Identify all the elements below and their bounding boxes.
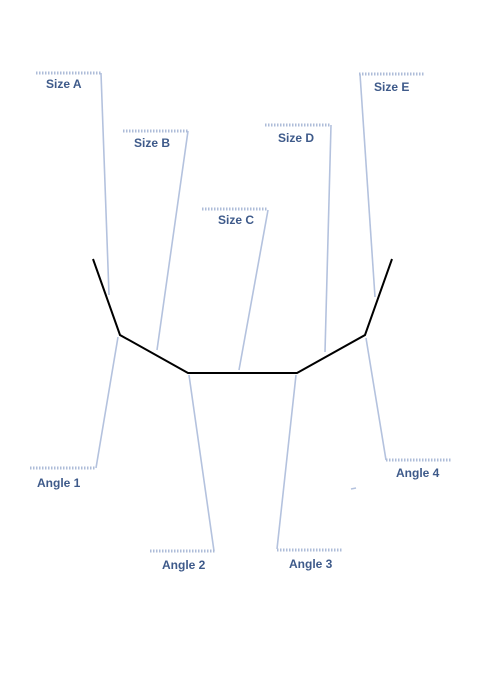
angle-3-leader <box>276 374 297 550</box>
size-a-label: Size A <box>46 77 82 91</box>
size-c-callout: Size C <box>202 207 269 371</box>
size-d-callout: Size D <box>265 123 332 353</box>
angle-4-label: Angle 4 <box>396 466 440 480</box>
size-d-leader <box>324 124 332 353</box>
angle-1-leader <box>95 336 119 469</box>
size-d-label: Size D <box>278 131 314 145</box>
size-e-leader <box>359 73 376 298</box>
stray-tick-mark <box>350 487 357 490</box>
size-b-label: Size B <box>134 136 170 150</box>
angle-1-callout: Angle 1 <box>30 336 119 490</box>
angle-2-callout: Angle 2 <box>150 374 216 572</box>
size-a-callout: Size A <box>36 71 110 296</box>
size-e-callout: Size E <box>359 72 425 298</box>
size-a-leader <box>100 72 110 296</box>
size-b-leader <box>156 130 189 351</box>
size-b-callout: Size B <box>123 129 189 351</box>
angle-2-leader <box>188 374 215 552</box>
size-c-leader <box>238 209 269 371</box>
size-e-label: Size E <box>374 80 409 94</box>
angle-1-label: Angle 1 <box>37 476 81 490</box>
size-c-label: Size C <box>218 213 254 227</box>
angle-4-callout: Angle 4 <box>365 337 452 480</box>
angle-2-label: Angle 2 <box>162 558 206 572</box>
angle-3-callout: Angle 3 <box>276 374 343 571</box>
bend-profile-line <box>92 258 393 374</box>
angle-4-leader <box>365 337 387 461</box>
angle-3-label: Angle 3 <box>289 557 333 571</box>
